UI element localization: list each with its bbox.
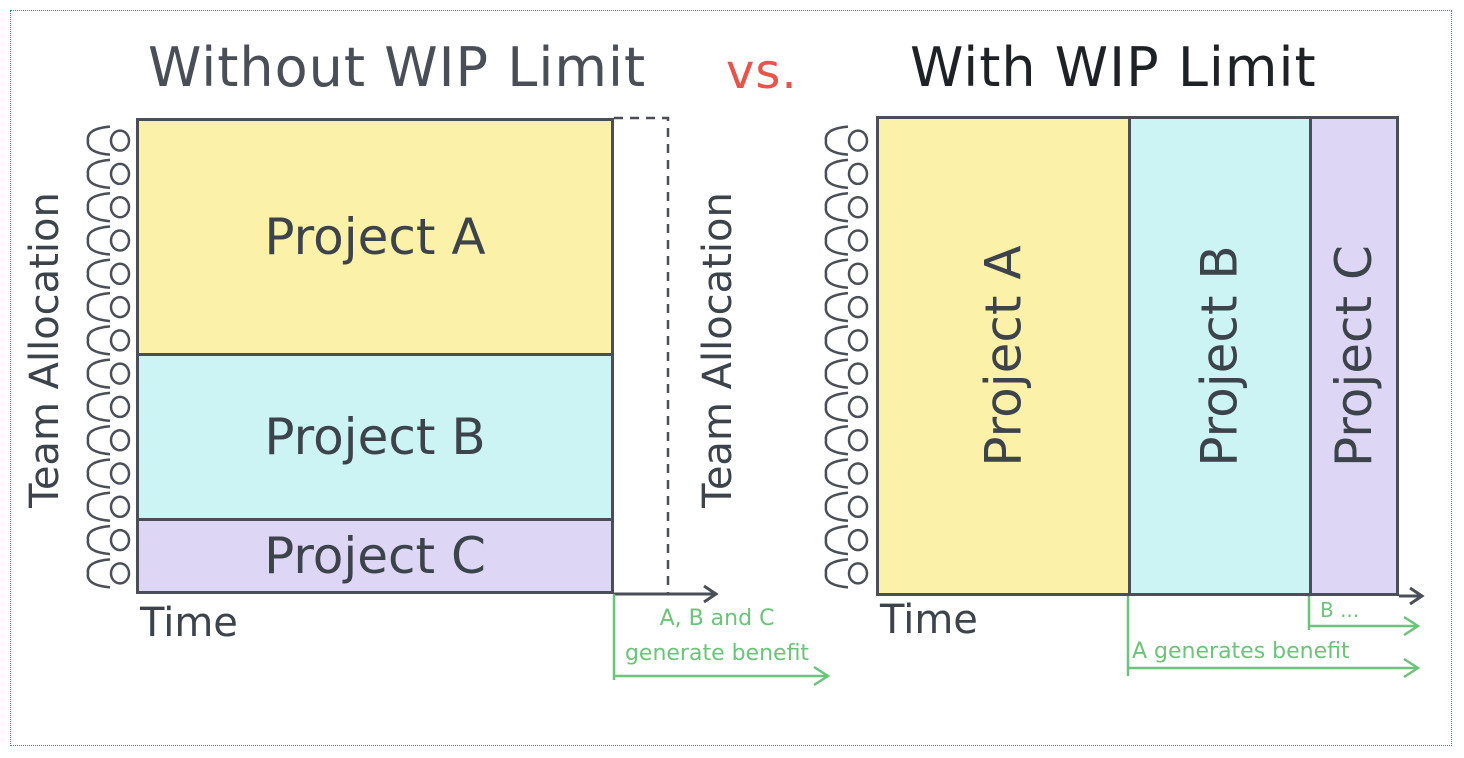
person-icon [824,391,869,423]
left-benefit-line2: generate benefit [624,641,810,666]
person-icon [86,325,131,356]
right-benefit-a-arrow-head-icon [1403,657,1421,679]
title-without-wip: Without WIP Limit [148,36,647,99]
left-x-axis-label: Time [140,600,238,646]
left-project-c: Project C [136,518,614,594]
right-team-people-icon [824,125,869,589]
left-project-b: Project B [136,353,614,521]
person-icon [86,225,131,256]
person-icon [86,158,131,190]
person-icon [86,491,131,523]
right-project-c: Project C [1309,116,1399,596]
person-icon [824,125,869,156]
person-icon [86,258,131,290]
person-icon [86,424,131,456]
person-icon [86,391,131,423]
person-icon [86,558,131,589]
person-icon [824,291,869,323]
left-team-people-icon [86,125,131,589]
vs-label: vs. [726,44,798,100]
right-x-axis-label: Time [880,597,978,643]
person-icon [86,458,131,489]
person-icon [86,524,131,556]
left-project-c-label: Project C [264,527,486,585]
person-icon [86,358,131,389]
left-dashed-extension [614,116,670,596]
right-time-arrow-head-icon [1409,586,1425,606]
person-icon [824,258,869,290]
person-icon [824,225,869,256]
person-icon [824,524,869,556]
person-icon [824,158,869,190]
person-icon [824,191,869,223]
person-icon [824,558,869,589]
left-time-arrow-head-icon [703,584,719,604]
right-benefit-a: A generates benefit [1132,639,1350,664]
right-benefit-b-arrow-head-icon [1403,615,1421,637]
right-benefit-b: B ... [1320,598,1360,622]
left-benefit-line1: A, B and C [659,606,775,631]
left-project-a-label: Project A [264,208,486,266]
left-benefit-arrow-head-icon [813,665,831,687]
right-project-b: Project B [1128,116,1312,596]
person-icon [824,325,869,356]
person-icon [824,491,869,523]
person-icon [86,191,131,223]
person-icon [86,125,131,156]
left-project-a: Project A [136,118,614,356]
title-with-wip: With WIP Limit [910,36,1317,99]
left-project-b-label: Project B [264,408,486,466]
person-icon [86,291,131,323]
person-icon [824,424,869,456]
diagram-frame [10,10,1452,746]
person-icon [824,458,869,489]
person-icon [824,358,869,389]
